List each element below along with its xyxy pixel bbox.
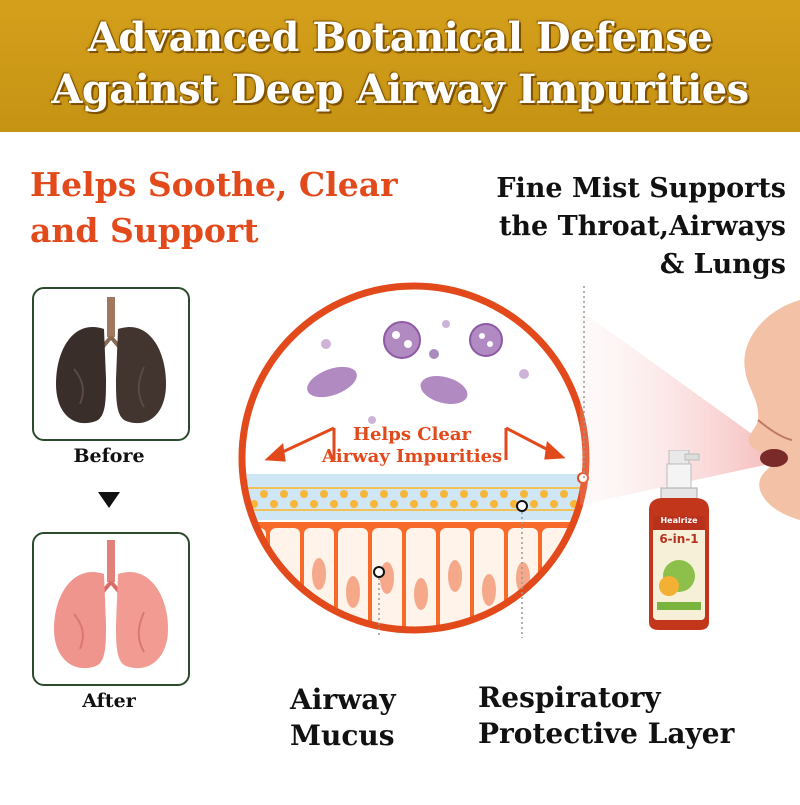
down-arrow-icon bbox=[98, 492, 120, 508]
airway-mucus-line-2: Mucus bbox=[290, 719, 395, 752]
top-banner: Advanced Botanical Defense Against Deep … bbox=[0, 0, 800, 132]
airway-mucus-label: Airway Mucus bbox=[290, 682, 396, 754]
after-label: After bbox=[82, 690, 136, 712]
spray-bottle-icon bbox=[649, 450, 709, 630]
cilia-layer bbox=[242, 487, 586, 511]
protective-layer-label: Respiratory Protective Layer bbox=[478, 680, 734, 752]
circle-label-line-1: Helps Clear bbox=[352, 424, 472, 445]
airway-mucus-line-1: Airway bbox=[290, 683, 396, 716]
face-and-mist-illustration bbox=[580, 286, 800, 520]
banner-title-line-1: Advanced Botanical Defense bbox=[87, 14, 713, 61]
face-icon bbox=[744, 300, 800, 520]
protective-layer-line-1: Respiratory bbox=[478, 681, 661, 714]
layer-marker bbox=[516, 500, 528, 512]
mucus-marker bbox=[373, 566, 385, 578]
headline-right: Fine Mist Supports the Throat,Airways & … bbox=[456, 170, 786, 284]
headline-left-line-1: Helps Soothe, Clear bbox=[30, 165, 398, 204]
dark-lungs-icon bbox=[56, 297, 166, 424]
headline-right-line-2: the Throat,Airways bbox=[498, 211, 786, 242]
mucus-band bbox=[242, 474, 586, 520]
mist-cone bbox=[580, 310, 788, 505]
before-lungs-panel bbox=[32, 287, 190, 441]
bottle-brand: Healrize bbox=[660, 516, 698, 525]
headline-left-line-2: and Support bbox=[30, 211, 259, 250]
circle-label-line-2: Airway Impurities bbox=[321, 446, 503, 467]
clearing-arrows bbox=[264, 426, 566, 462]
after-lungs-panel bbox=[32, 532, 190, 686]
banner-title-line-2: Against Deep Airway Impurities bbox=[51, 66, 749, 113]
protective-layer-line-2: Protective Layer bbox=[478, 717, 735, 750]
bottle-product-name: 6-in-1 bbox=[659, 532, 699, 546]
headline-right-line-3: & Lungs bbox=[659, 249, 786, 280]
bacteria-icons bbox=[307, 320, 529, 424]
before-label: Before bbox=[73, 445, 145, 467]
headline-left: Helps Soothe, Clear and Support bbox=[30, 162, 430, 254]
healthy-lungs-icon bbox=[54, 540, 168, 669]
airway-cross-section bbox=[238, 282, 590, 638]
headline-right-line-1: Fine Mist Supports bbox=[496, 173, 786, 204]
